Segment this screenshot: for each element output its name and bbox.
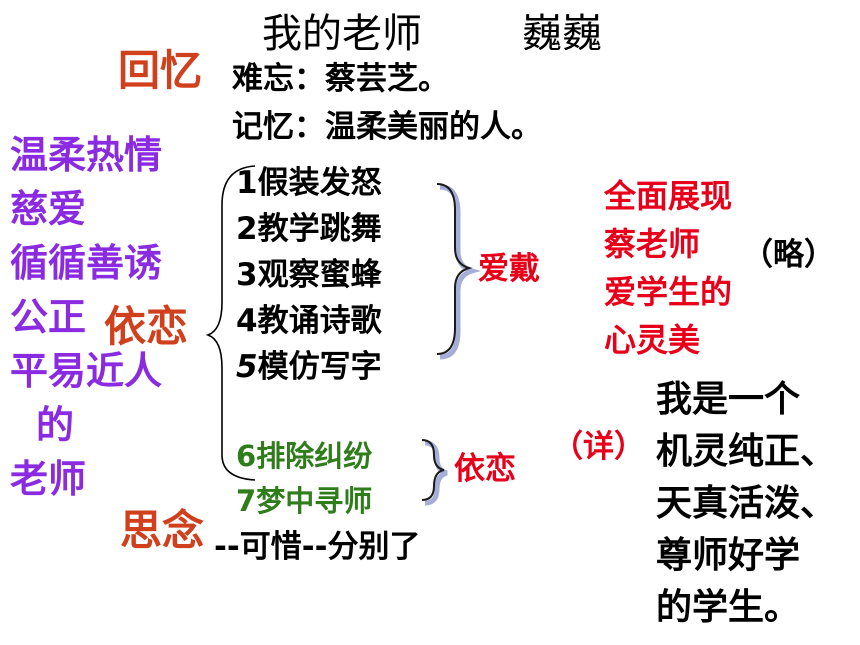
trait-item: 循循善诱: [10, 241, 163, 285]
note-brief: （略）: [742, 237, 835, 273]
event-item: 7梦中寻师: [236, 484, 373, 518]
trait-item: 平易近人: [10, 349, 163, 393]
author-name: 巍巍: [522, 11, 602, 57]
trait-item: 慈爱: [10, 187, 87, 231]
event-item: 5模仿写字: [236, 349, 382, 385]
note-detail: （详）: [552, 429, 645, 465]
event-item: 6排除纠纷: [236, 439, 373, 473]
label-love: 爱戴: [478, 251, 540, 287]
student-line: 我是一个: [656, 379, 801, 420]
event-item: 3观察蜜蜂: [236, 257, 382, 293]
trait-item: 公正: [10, 295, 87, 339]
section-miss: 思念: [120, 506, 205, 555]
left-bracket: [205, 165, 256, 481]
student-line: 尊师好学: [656, 535, 801, 576]
label-attach: 依恋: [454, 451, 516, 487]
brace-love: [436, 183, 473, 355]
page-title: 我的老师: [262, 11, 422, 57]
brace-attach: [421, 439, 445, 501]
brace-attach-shadow: [424, 440, 448, 506]
summary-line: 心灵美: [604, 321, 701, 359]
summary-line: 爱学生的: [604, 273, 733, 311]
event-item: 1假装发怒: [236, 165, 382, 201]
student-line: 机灵纯正、: [656, 431, 837, 472]
line-regret: --可惜--分别了: [214, 529, 421, 565]
line-memory: 记忆：温柔美丽的人。: [232, 109, 542, 145]
events-attach-list: 6排除纠纷 7梦中寻师: [236, 434, 372, 524]
teacher-traits: 温柔热情 慈爱 循循善诱 公正 平易近人 的 老师: [10, 128, 162, 506]
event-item: 2教学跳舞: [236, 211, 382, 247]
brace-love-shadow: [439, 184, 482, 360]
summary-teacher: 全面展现 蔡老师 爱学生的 心灵美: [604, 172, 732, 364]
line-hard-to-forget: 难忘：蔡芸芝。: [232, 61, 449, 97]
section-attach: 依恋: [104, 302, 189, 351]
event-item: 4教诵诗歌: [236, 303, 382, 339]
trait-item: 温柔热情: [10, 133, 163, 177]
summary-line: 蔡老师: [604, 225, 701, 263]
student-traits: 我是一个 机灵纯正、 天真活泼、 尊师好学 的学生。: [656, 374, 836, 634]
student-line: 的学生。: [656, 587, 801, 628]
section-recall: 回忆: [118, 46, 203, 95]
events-love-list: 1假装发怒 2教学跳舞 3观察蜜蜂 4教诵诗歌 5模仿写字: [236, 160, 382, 390]
trait-item: 的: [36, 403, 75, 447]
summary-line: 全面展现: [604, 177, 733, 215]
trait-item: 老师: [10, 457, 87, 501]
student-line: 天真活泼、: [656, 483, 837, 524]
